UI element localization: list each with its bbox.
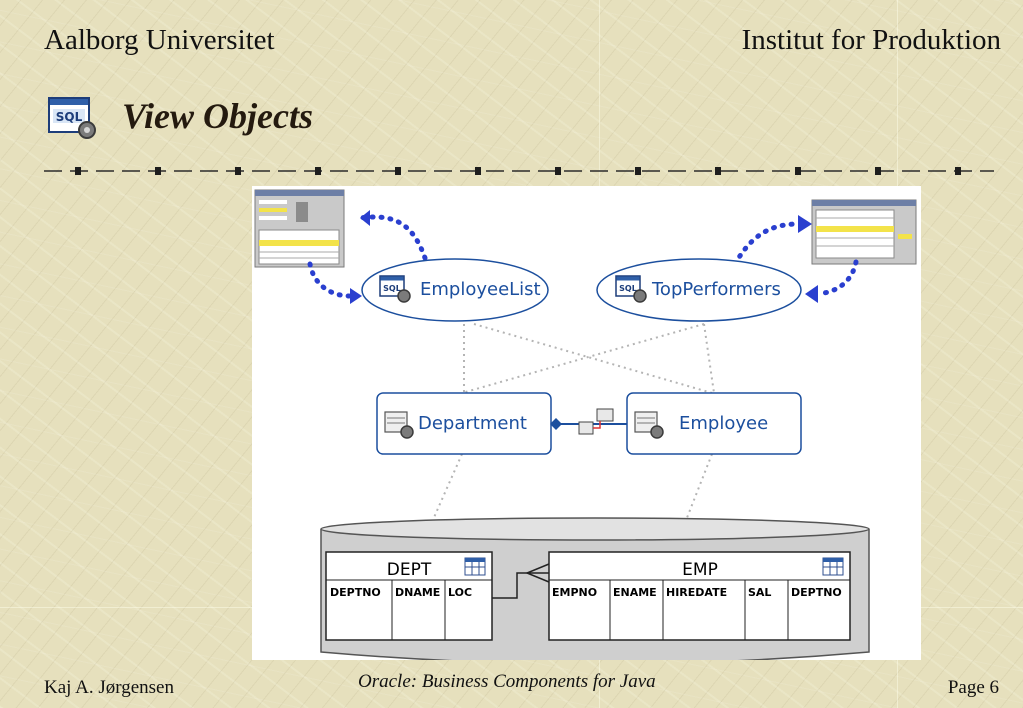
entity-object-label: Employee: [679, 413, 768, 434]
column-header: EMPNO: [552, 586, 597, 599]
divider-mark: [235, 167, 241, 175]
svg-text:SQL: SQL: [383, 284, 401, 293]
column-header: DEPTNO: [330, 586, 381, 599]
decorative-divider: [44, 167, 994, 175]
arrowhead: [350, 288, 362, 304]
university-name: Aalborg Universitet: [44, 24, 275, 56]
divider-mark: [155, 167, 161, 175]
divider-mark: [635, 167, 641, 175]
table-emp: EMP EMPNO ENAME HIREDATE SAL DEPTNO: [548, 551, 851, 641]
divider-mark: [555, 167, 561, 175]
sql-label: SQL: [56, 110, 83, 124]
table-name: EMP: [682, 560, 718, 580]
entity-icon: [634, 411, 664, 439]
column-header: DEPTNO: [791, 586, 842, 599]
column-header: LOC: [448, 586, 472, 599]
bc4j-architecture-diagram: SQL EmployeeList SQL TopPerformers Depar…: [252, 186, 921, 660]
divider-mark: [955, 167, 961, 175]
column-header: DNAME: [395, 586, 440, 599]
svg-text:SQL: SQL: [619, 284, 637, 293]
arrowhead: [798, 215, 812, 233]
association-connector: [550, 408, 627, 435]
divider-mark: [75, 167, 81, 175]
view-object-label: EmployeeList: [420, 279, 541, 300]
form-screenshot-thumbnail: [254, 189, 345, 268]
author-name: Kaj A. Jørgensen: [44, 677, 174, 698]
sql-view-object-icon: SQL: [48, 97, 96, 139]
arrowhead: [360, 210, 370, 226]
sql-icon: SQL: [379, 275, 411, 303]
table-icon: [822, 557, 844, 576]
divider-mark: [475, 167, 481, 175]
view-object-label: TopPerformers: [651, 279, 781, 300]
view-object-employeelist: SQL EmployeeList: [361, 258, 549, 322]
institute-name: Institut for Produktion: [741, 24, 1001, 56]
dotted-arrow: [357, 214, 428, 261]
column-header: SAL: [748, 586, 771, 599]
divider-mark: [395, 167, 401, 175]
entity-object-department: Department: [376, 392, 552, 455]
sql-icon: SQL: [615, 275, 647, 303]
table-name: DEPT: [387, 560, 432, 580]
page-number: Page 6: [947, 677, 999, 698]
divider-mark: [795, 167, 801, 175]
divider-mark: [315, 167, 321, 175]
foreign-key-link: [492, 563, 550, 599]
entity-object-employee: Employee: [626, 392, 802, 455]
grid-screenshot-thumbnail: [811, 199, 917, 265]
table-icon: [464, 557, 486, 576]
dotted-arrow: [815, 259, 859, 297]
entity-icon: [384, 411, 414, 439]
slide-title: View Objects: [122, 96, 313, 136]
table-dept: DEPT DEPTNO DNAME LOC: [325, 551, 493, 641]
dotted-arrow: [307, 261, 353, 299]
column-header: ENAME: [613, 586, 657, 599]
divider-mark: [715, 167, 721, 175]
entity-object-label: Department: [418, 413, 527, 434]
arrowhead: [805, 285, 818, 303]
column-header: HIREDATE: [666, 586, 727, 599]
view-object-topperformers: SQL TopPerformers: [596, 258, 802, 322]
dotted-arrow: [732, 221, 801, 267]
divider-mark: [875, 167, 881, 175]
presentation-title: Oracle: Business Components for Java: [358, 671, 656, 692]
